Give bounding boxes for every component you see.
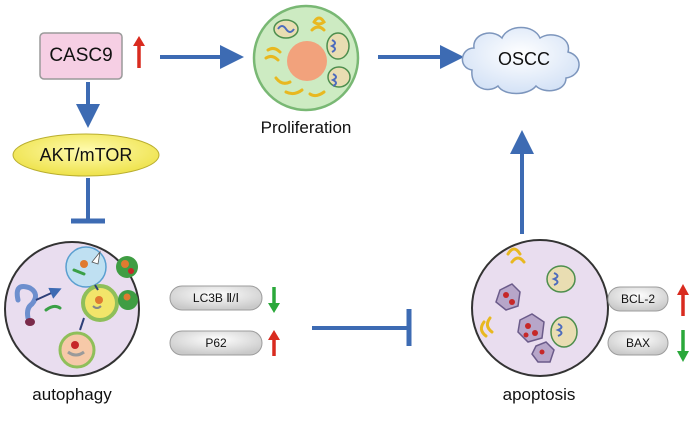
autophagy-inhibits-apoptosis-line: [312, 309, 412, 346]
oscc-cloud: [461, 26, 580, 95]
apoptosis-cell-icon: [471, 239, 609, 377]
proliferation-label: Proliferation: [260, 118, 352, 137]
p62-up-arrow: [268, 330, 280, 356]
lc3b-label: LC3B Ⅱ/Ⅰ: [192, 291, 240, 305]
p62-label: P62: [205, 336, 227, 350]
autophagy-cell-icon: [4, 241, 140, 377]
bcl2-label: BCL-2: [620, 292, 655, 306]
bax-label: BAX: [625, 336, 650, 350]
bax-down-arrow: [677, 330, 689, 362]
autophagy-label: autophagy: [32, 385, 112, 404]
casc9-box: [39, 32, 123, 80]
bax-pill: [607, 330, 669, 356]
p62-pill: [169, 330, 263, 356]
apoptosis-label: apoptosis: [502, 385, 576, 404]
akt-mtor-ellipse: [12, 133, 160, 177]
akt-inhibits-autophagy-line: [71, 178, 105, 224]
lc3b-down-arrow: [268, 287, 280, 313]
casc9-up-arrow: [133, 36, 145, 68]
lc3b-pill: [169, 285, 263, 311]
akt-mtor-label: AKT/mTOR: [39, 145, 133, 165]
bcl2-up-arrow: [677, 284, 689, 316]
bcl2-pill: [607, 286, 669, 312]
casc9-label: CASC9: [49, 45, 113, 66]
oscc-label: OSCC: [497, 49, 550, 69]
proliferation-cell-icon: [252, 4, 360, 112]
